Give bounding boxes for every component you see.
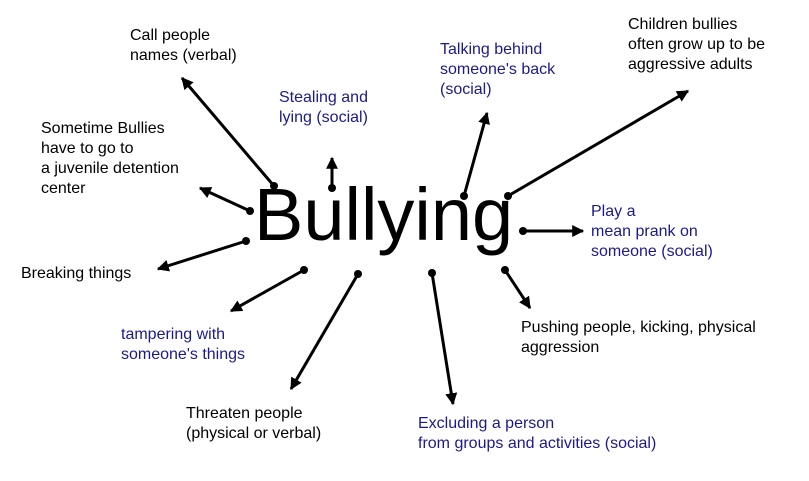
arrow-talking-line [462, 111, 490, 197]
arrow-children-bullies [504, 89, 690, 200]
arrow-tampering-line [229, 268, 305, 313]
arrow-juvenile-dot [246, 207, 254, 215]
arrow-pushing-dot [501, 266, 509, 274]
arrow-prank [519, 225, 585, 237]
arrow-juvenile-line [198, 186, 251, 213]
node-prank: Play a mean prank on someone (social) [591, 203, 713, 260]
arrow-excluding-line [430, 272, 458, 406]
arrow-call-names-line [180, 77, 276, 187]
arrow-breaking-dot [242, 237, 250, 245]
arrow-threaten-line [289, 273, 360, 391]
node-stealing: Stealing and lying (social) [279, 89, 368, 126]
arrow-children-bullies-line [507, 89, 690, 198]
node-excluding: Excluding a person from groups and activ… [418, 415, 657, 452]
central-topic-bullying: Bullying [254, 173, 514, 256]
arrow-excluding [428, 269, 458, 406]
arrow-children-bullies-dot [504, 192, 512, 200]
arrow-stealing [326, 156, 338, 192]
node-talking-behind-back: Talking behind someone's back (social) [440, 41, 556, 98]
arrow-tampering [229, 266, 308, 313]
arrow-threaten-dot [354, 270, 362, 278]
node-children-bullies: Children bullies often grow up to be agg… [628, 16, 765, 73]
node-pushing: Pushing people, kicking, physical aggres… [521, 319, 756, 356]
node-breaking-things: Breaking things [21, 265, 132, 282]
arrow-stealing-dot [328, 184, 336, 192]
arrow-excluding-dot [428, 269, 436, 277]
node-threaten: Threaten people (physical or verbal) [186, 405, 322, 442]
arrow-juvenile [198, 186, 254, 215]
arrow-tampering-dot [300, 266, 308, 274]
arrow-talking [460, 111, 490, 200]
arrow-pushing [501, 266, 532, 310]
arrow-prank-dot [519, 227, 527, 235]
node-juvenile-detention: Sometime Bullies have to go to a juvenil… [41, 120, 179, 197]
node-tampering: tampering with someone's things [121, 326, 246, 363]
arrow-call-names-dot [270, 182, 278, 190]
node-call-names: Call people names (verbal) [130, 27, 237, 64]
arrow-threaten [289, 270, 362, 391]
arrow-breaking-line [156, 239, 247, 272]
arrow-breaking [156, 237, 250, 272]
arrow-pushing-line [503, 269, 532, 310]
arrow-talking-dot [460, 192, 468, 200]
arrow-call-names [180, 77, 278, 190]
